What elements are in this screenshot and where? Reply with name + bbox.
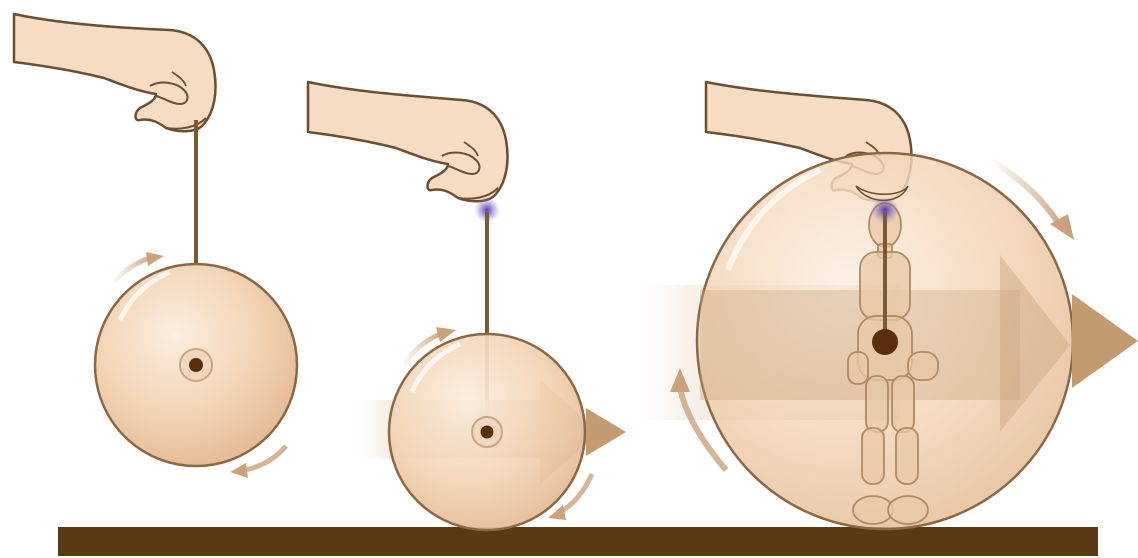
stage-3 [640,82,1138,529]
motion-arrow-head [586,408,626,456]
hub [872,329,898,355]
hand-icon [308,82,508,201]
ground-bar [58,527,1098,556]
stage-2 [308,82,626,530]
rotation-arrow-head [230,463,248,478]
spool-ball-icon [95,264,297,466]
spool-ball-icon [389,334,585,530]
motion-arrow-head [1072,294,1138,388]
rotation-arrow-head [146,252,164,266]
hand-icon [14,14,216,131]
stage-1 [14,14,297,478]
